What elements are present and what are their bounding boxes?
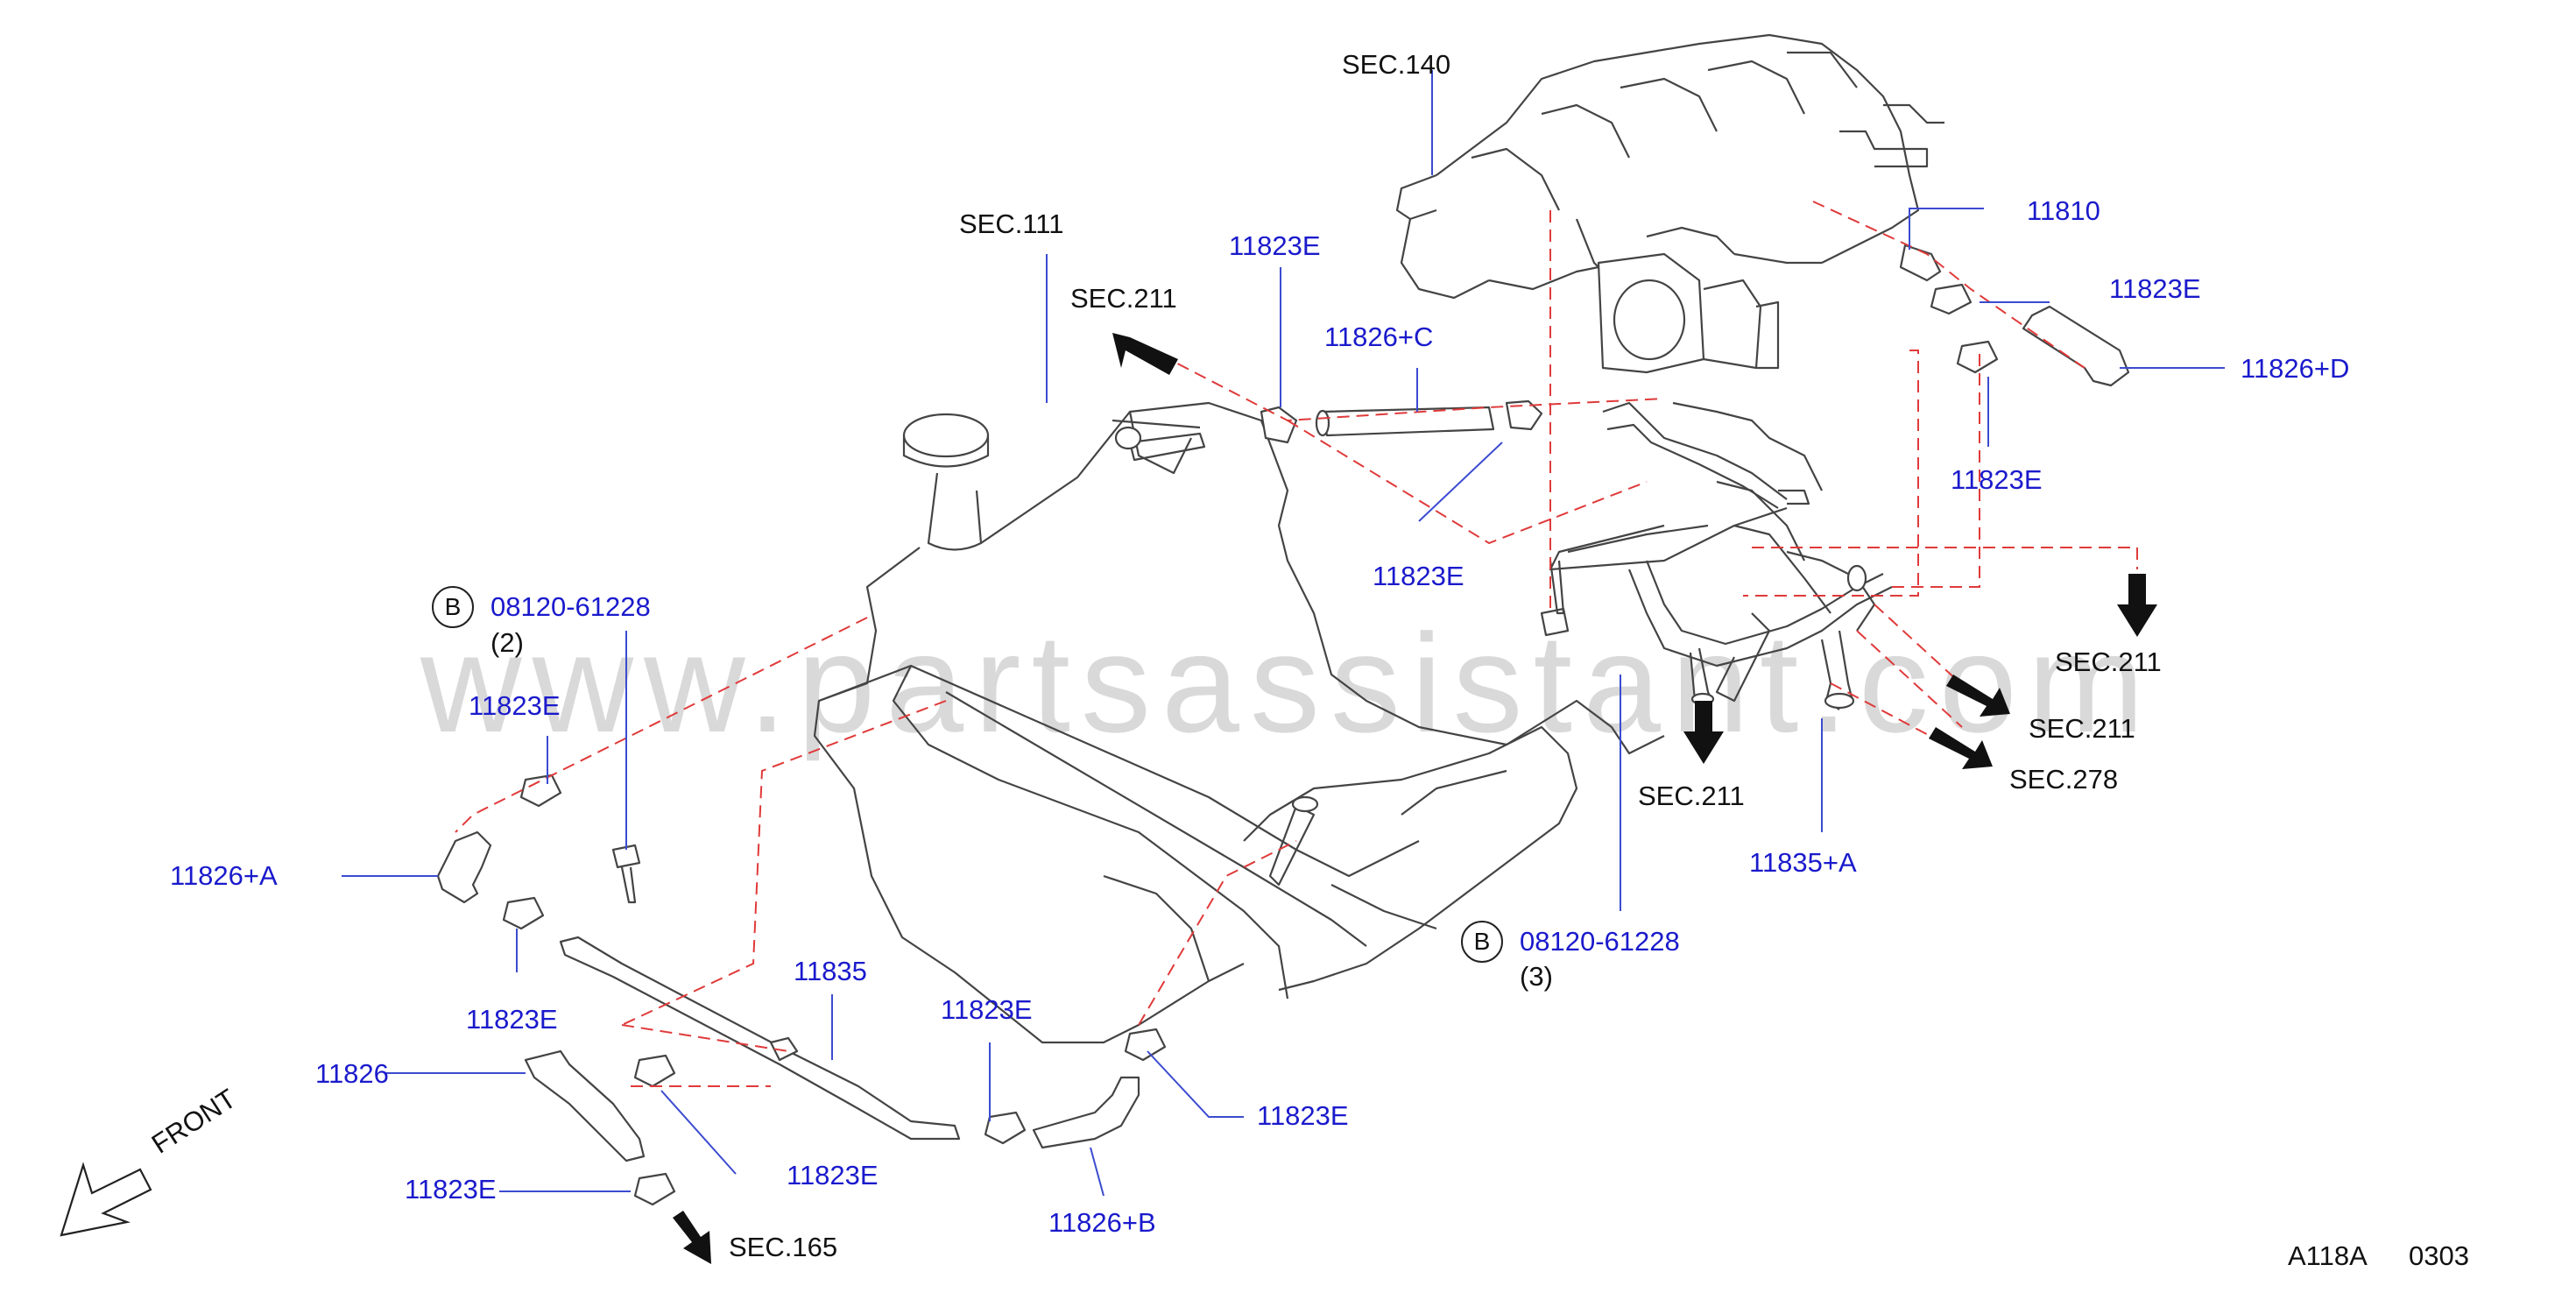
diagram-date: 0303 [2409, 1240, 2469, 1271]
bolt-symbol-right: B [1461, 921, 1503, 963]
water-pipe-assembly-art [1549, 401, 1893, 710]
leader-lines [342, 70, 2225, 1197]
part-11823e-label[interactable]: 11823E [1229, 230, 1321, 261]
sec-211-right1-label[interactable]: SEC.211 [2055, 646, 2162, 677]
engine-block-art [813, 401, 1665, 1044]
part-11826b-label[interactable]: 11826+B [1048, 1207, 1156, 1238]
part-11826c-label[interactable]: 11826+C [1324, 321, 1434, 352]
part-11823e-label[interactable]: 11823E [2109, 273, 2201, 304]
sec-165-label[interactable]: SEC.165 [729, 1232, 838, 1262]
part-11823e-label[interactable]: 11823E [1257, 1100, 1349, 1131]
part-11823e-label[interactable]: 11823E [941, 994, 1033, 1025]
sec-278-label[interactable]: SEC.278 [2009, 764, 2119, 795]
bolt-part-left-label[interactable]: 08120-61228 [490, 591, 651, 622]
part-11823e-label[interactable]: 11823E [466, 1004, 558, 1035]
part-11826-label[interactable]: 11826 [315, 1058, 389, 1089]
part-11823e-label[interactable]: 11823E [1373, 561, 1464, 591]
sec-111-label[interactable]: SEC.111 [959, 208, 1064, 239]
part-11826d-label[interactable]: 11826+D [2241, 353, 2350, 384]
dashed-guides [455, 201, 2138, 1087]
diagram-code: A118A [2288, 1240, 2368, 1271]
part-11823e-label[interactable]: 11823E [405, 1174, 497, 1205]
bolt-symbol-left: B [432, 586, 474, 628]
direction-arrows [673, 333, 2157, 1264]
part-11823e-label[interactable]: 11823E [469, 690, 561, 721]
bolt-part-right-label[interactable]: 08120-61228 [1520, 926, 1680, 957]
sec-140-label[interactable]: SEC.140 [1342, 49, 1451, 80]
front-arrow [60, 1162, 152, 1237]
bolt-qty-left: (2) [490, 627, 524, 658]
sec-211-bottom-label[interactable]: SEC.211 [1638, 781, 1745, 811]
intake-manifold-art [1395, 33, 1944, 374]
part-11823e-label[interactable]: 11823E [1951, 464, 2043, 495]
part-11823e-label[interactable]: 11823E [787, 1160, 879, 1190]
part-11835a-label[interactable]: 11835+A [1749, 847, 1857, 878]
bolt-qty-right: (3) [1520, 961, 1553, 992]
hoses-and-clamps-art [436, 283, 2130, 1206]
watermark: www.partsassistant.com [420, 604, 2156, 761]
sec-211-top-label[interactable]: SEC.211 [1070, 283, 1177, 314]
part-11826a-label[interactable]: 11826+A [170, 860, 278, 891]
sec-211-right2-label[interactable]: SEC.211 [2029, 713, 2135, 744]
part-11810-label[interactable]: 11810 [2027, 195, 2100, 226]
part-11835-label[interactable]: 11835 [794, 956, 867, 986]
